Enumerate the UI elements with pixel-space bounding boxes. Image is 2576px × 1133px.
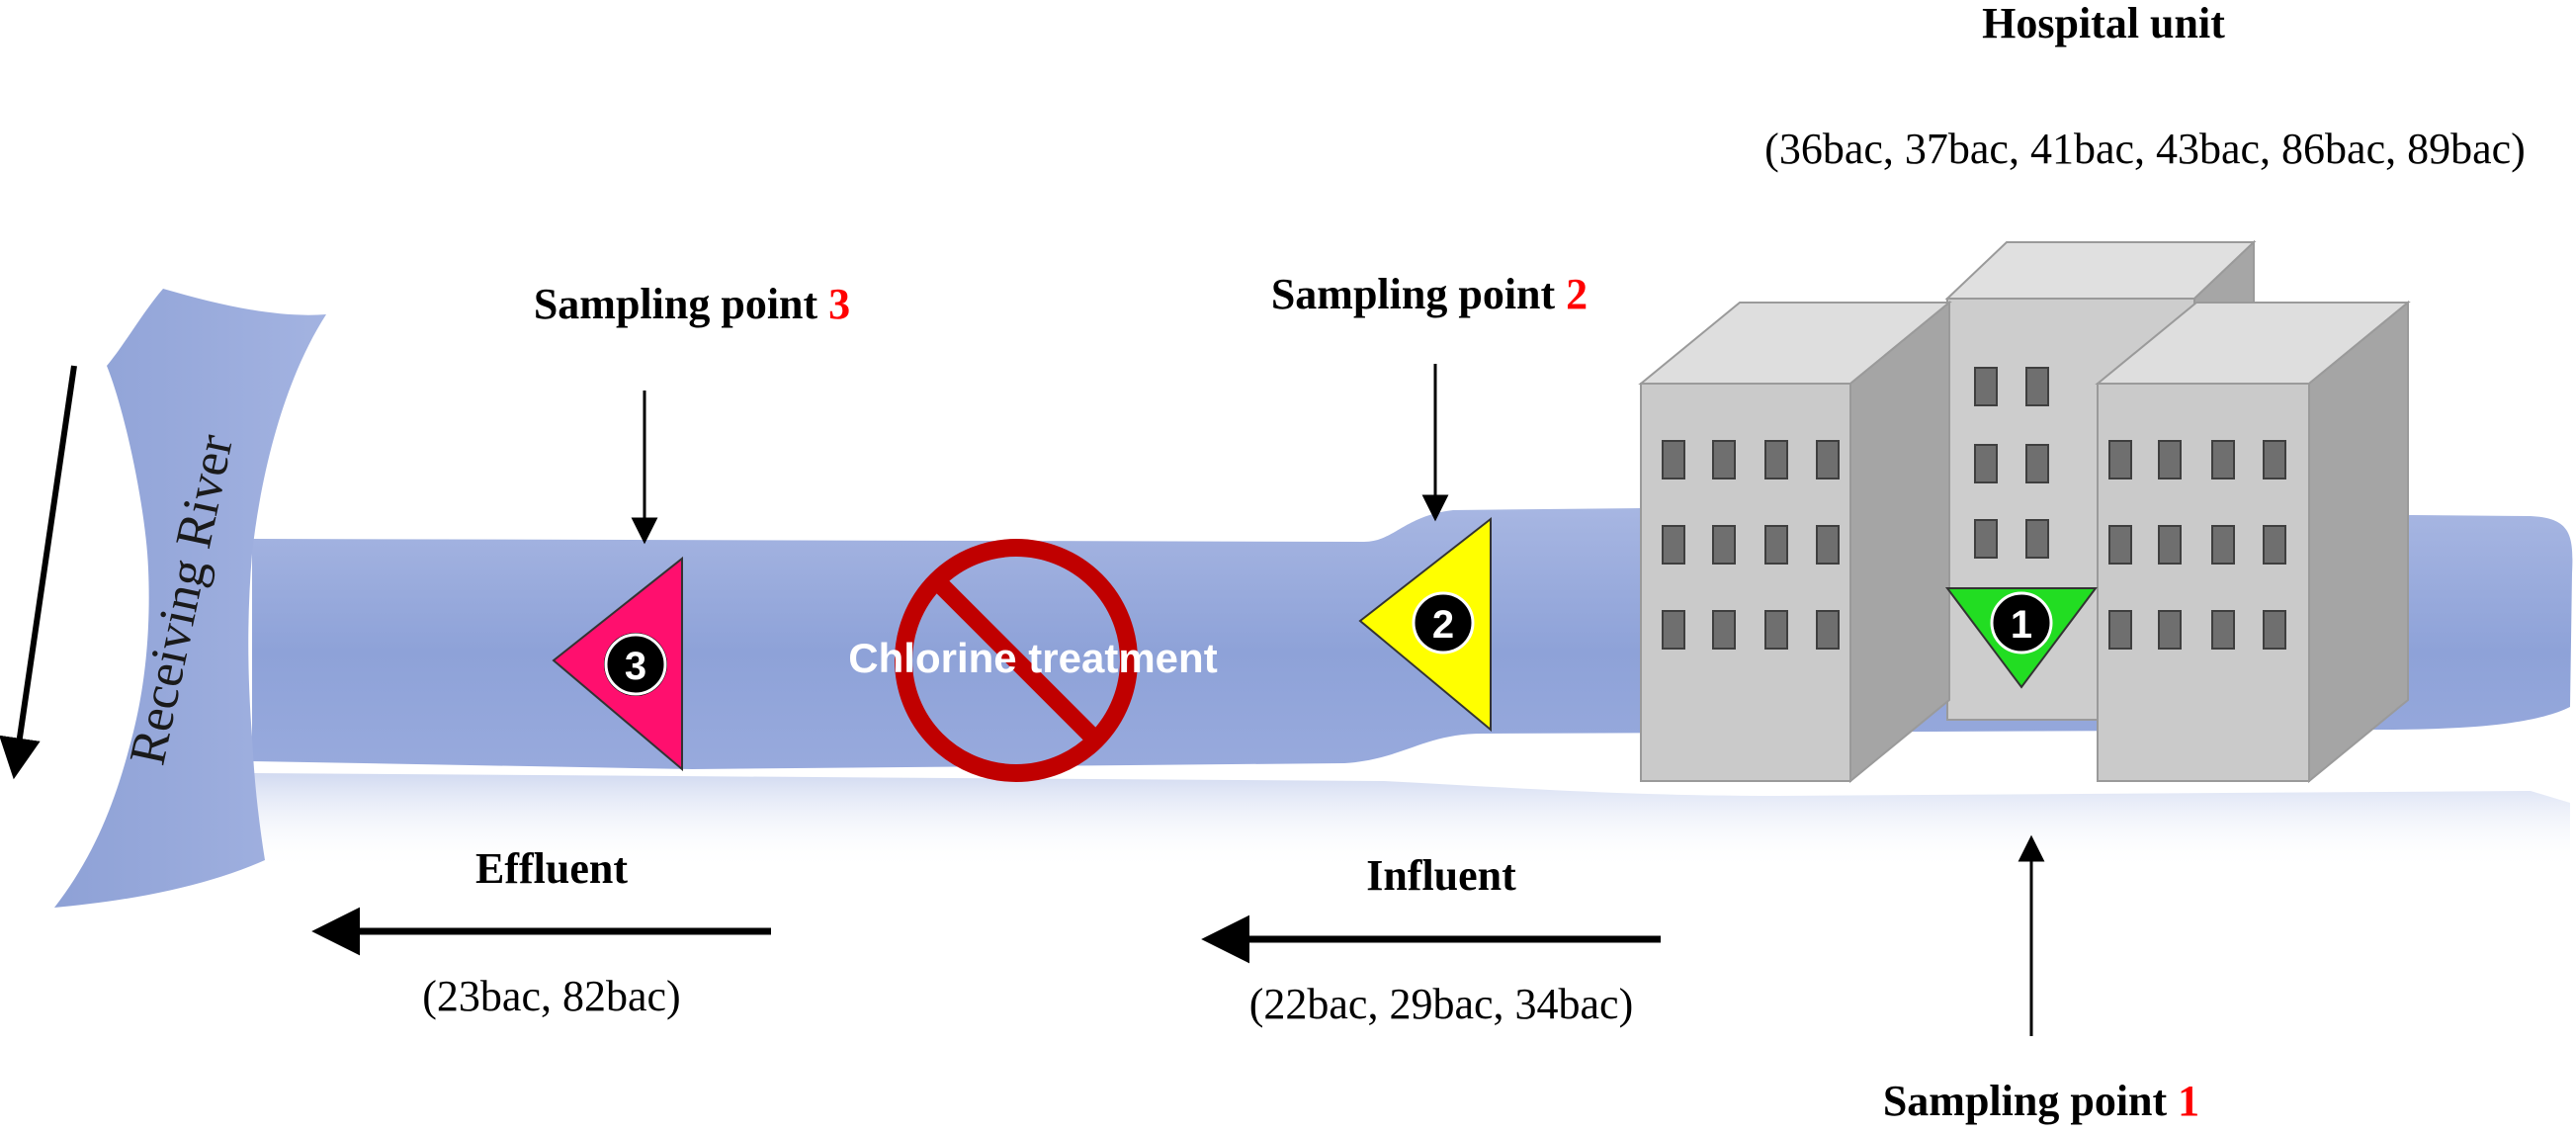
building-window — [2025, 367, 2049, 406]
building-window — [1764, 610, 1788, 650]
building-window — [1662, 525, 1685, 565]
building-window — [1974, 519, 1998, 559]
influent-isolates: (22bac, 29bac, 34bac) — [1249, 980, 1633, 1028]
marker-1-number: 1 — [2011, 603, 2032, 647]
building-window — [1662, 610, 1685, 650]
hospital-isolates: (36bac, 37bac, 41bac, 43bac, 86bac, 89ba… — [1764, 125, 2526, 173]
building-window — [1712, 610, 1736, 650]
no-entry-icon — [895, 539, 1138, 782]
building-window — [1712, 525, 1736, 565]
building-window — [1712, 440, 1736, 479]
receiving-river — [54, 289, 326, 908]
building-window — [1764, 440, 1788, 479]
pipe-reflection — [247, 773, 2570, 870]
building-window — [2263, 440, 2286, 479]
chlorine-treatment-label: Chlorine treatment — [848, 635, 1217, 681]
building-window — [1816, 610, 1840, 650]
building-window — [2158, 440, 2182, 479]
building-window — [2211, 440, 2235, 479]
building-window — [2158, 610, 2182, 650]
sampling-marker-3: 3 — [552, 556, 683, 772]
building-window — [2263, 525, 2286, 565]
marker-3-number: 3 — [625, 645, 646, 688]
hospital-unit-title: Hospital unit — [1982, 0, 2225, 47]
building-window — [2211, 610, 2235, 650]
sampling-point-3-label: Sampling point 3 — [534, 280, 850, 328]
building-window — [2211, 525, 2235, 565]
building-window — [1662, 440, 1685, 479]
building-window — [2108, 525, 2132, 565]
effluent-isolates: (23bac, 82bac) — [422, 972, 680, 1020]
effluent-label: Effluent — [475, 844, 628, 893]
building-window — [1764, 525, 1788, 565]
sampling-marker-1: 1 — [1945, 587, 2098, 689]
building-window — [1974, 444, 1998, 483]
building-window — [2025, 444, 2049, 483]
building-window — [2108, 610, 2132, 650]
building-window — [2158, 525, 2182, 565]
sampling-point-2-label: Sampling point 2 — [1271, 270, 1588, 318]
building-window — [1816, 525, 1840, 565]
hospital-building-icon — [1638, 239, 2411, 784]
building-window — [2025, 519, 2049, 559]
sampling-point-1-label: Sampling point 1 — [1883, 1077, 2199, 1125]
influent-label: Influent — [1366, 851, 1516, 900]
marker-2-number: 2 — [1432, 603, 1454, 647]
sampling-marker-2: 2 — [1358, 516, 1492, 733]
river-flow-arrow — [0, 365, 77, 780]
building-window — [1974, 367, 1998, 406]
building-window — [1816, 440, 1840, 479]
building-window — [2108, 440, 2132, 479]
building-window — [2263, 610, 2286, 650]
